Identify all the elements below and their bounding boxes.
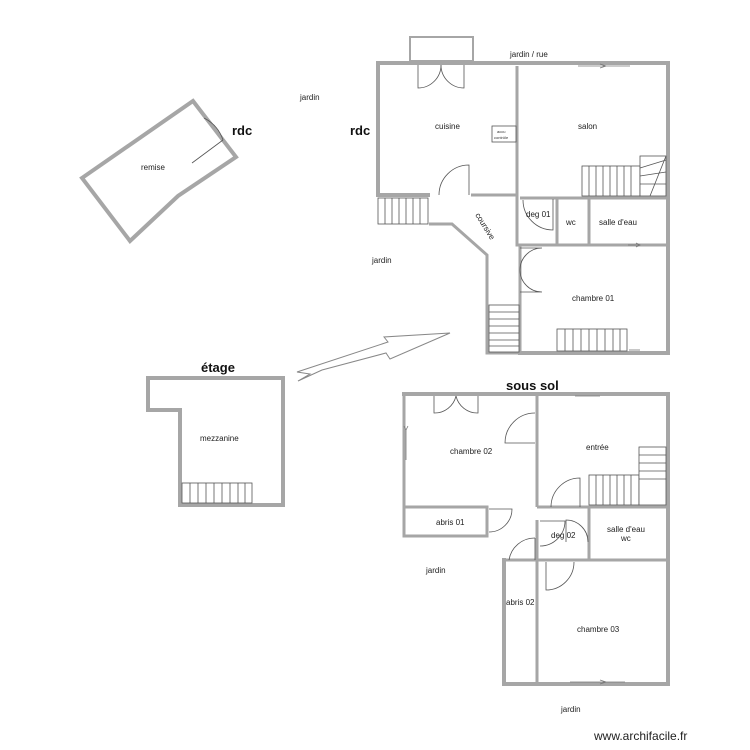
- cuisine-label: cuisine: [435, 122, 460, 131]
- ss-left-block: [402, 394, 489, 538]
- remise-label: remise: [141, 163, 166, 172]
- sde-ss-label: salle d'eau: [607, 525, 645, 534]
- ch02-door-right: [455, 395, 479, 414]
- chambre01-label: chambre 01: [572, 294, 615, 303]
- accumulator-box: [491, 125, 517, 143]
- deg01-door: [522, 199, 554, 231]
- mezzanine-walls: [146, 376, 285, 507]
- jardin-rue-label: jardin / rue: [509, 50, 548, 59]
- chambre03-label: chambre 03: [577, 625, 620, 634]
- etage-title: étage: [201, 360, 235, 375]
- ch02-door-left: [433, 395, 457, 414]
- ch03-door: [545, 561, 575, 591]
- sous-sol-title: sous sol: [506, 378, 559, 393]
- remise-building: remise: [79, 98, 239, 244]
- coursive-stair: [488, 304, 520, 353]
- mezzanine-stair: [181, 482, 253, 504]
- cuisine-door-left: [417, 64, 442, 89]
- jardin-bottom-label: jardin: [560, 705, 581, 714]
- chambre01-door-bottom: [519, 269, 543, 293]
- coursive-label: coursive: [473, 211, 497, 241]
- rdc-main-plan: accu contrôle: [376, 36, 670, 355]
- chambre01-stair: [556, 328, 628, 352]
- sous-sol-plan: chambre 02 entrée abris 01 deg 02 salle …: [402, 392, 670, 686]
- watermark: www.archifacile.fr: [593, 729, 687, 743]
- wc-ss-label: wc: [620, 534, 631, 543]
- entree-label: entrée: [586, 443, 609, 452]
- cuisine-stair: [377, 197, 429, 225]
- ch03-window: [570, 679, 625, 685]
- etage-plan: mezzanine: [146, 376, 285, 507]
- sde-ss-door: [565, 519, 589, 543]
- deg02-outer-door: [508, 537, 536, 561]
- salon-stair-turn: [639, 155, 667, 197]
- entree-door: [550, 477, 581, 508]
- remise-walls: [79, 98, 239, 244]
- deg02-label: deg 02: [551, 531, 576, 540]
- abris01-label: abris 01: [436, 518, 465, 527]
- accumulator-label-1: accu: [497, 129, 505, 134]
- rdc-main-title: rdc: [350, 123, 370, 138]
- sde-rdc-label: salle d'eau: [599, 218, 637, 227]
- ch02-left-window: [403, 425, 409, 460]
- remise-door-leaf: [191, 139, 224, 164]
- jardin-left-label: jardin: [371, 256, 392, 265]
- jardin-bottom-left-label: jardin: [425, 566, 446, 575]
- salon-stair-turn-steps: [639, 155, 667, 197]
- level-link-arrow: [296, 332, 451, 382]
- remise-door-arc: [203, 117, 224, 141]
- cuisine-door-right: [440, 64, 465, 89]
- chambre01-door-top: [519, 247, 543, 271]
- cuisine-bottom-door: [438, 164, 470, 196]
- coursive-inner-wall: [515, 66, 522, 353]
- accumulator-label-2: contrôle: [494, 135, 509, 140]
- entree-stair-run: [588, 474, 640, 506]
- rdc-annex-title: rdc: [232, 123, 252, 138]
- abris02-label: abris 02: [506, 598, 535, 607]
- sde-rdc-window: [628, 242, 641, 248]
- salon-window: [578, 63, 630, 69]
- abris01-door: [488, 508, 513, 533]
- rdc-outer-walls: [376, 61, 670, 355]
- wc-rdc-label: wc: [565, 218, 576, 227]
- salon-stair-run: [581, 165, 641, 197]
- ss-outer-walls: [402, 392, 670, 686]
- deg02-inner-door: [539, 520, 566, 547]
- ch02-side-door: [504, 412, 536, 444]
- entree-stair-turn: [638, 446, 667, 506]
- chambre02-label: chambre 02: [450, 447, 493, 456]
- balcony: [409, 36, 474, 62]
- deg01-label: deg 01: [526, 210, 551, 219]
- salon-label: salon: [578, 122, 597, 131]
- coursive-outer-wall: [429, 222, 520, 355]
- mezzanine-label: mezzanine: [200, 434, 239, 443]
- jardin-top-label: jardin: [299, 93, 320, 102]
